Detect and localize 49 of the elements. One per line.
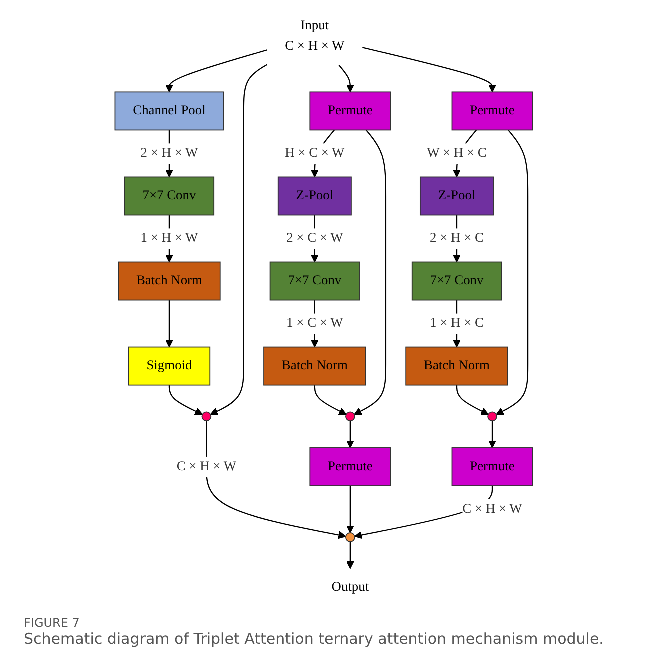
node-box [114,92,224,131]
edge-label: 2 × C × W [286,231,344,246]
figure-caption: Schematic diagram of Triplet Attention ternary attention mechanism module. [24,630,605,648]
flowchart-drawing: 2 × H × W 1 × H × W H × C × W 2 × C × W 1 × C × W W × H × C 2 × H × C 1 × H × C C × H × W C × H × W Input C × H × W Channel Pool 7×7 Conv Batch Norm Sigmoid Permute Z-Pool 7×7 Conv Batch Norm Permute Permute Z-Pool 7×7 Conv Batch Norm Permute Output [4,0,644,614]
edge-label: 1 × H × C [430,316,484,331]
arrow [166,50,268,93]
arrow [206,421,346,540]
arrow [346,542,354,570]
node-circle [346,532,356,542]
arrow [338,64,354,93]
node-box [278,176,352,216]
node-box [412,262,502,301]
node-circle [488,412,498,422]
node-box [452,448,534,486]
arrow [362,47,496,93]
arrow [488,421,496,448]
node-box [128,346,211,386]
node-box [310,448,392,486]
figure-number: FIGURE 7 [24,616,81,630]
arrow [496,130,529,415]
arrow [314,385,347,415]
arrow [346,421,354,448]
node-box [420,176,494,216]
edge-label: 1 × H × W [140,231,198,246]
edge-label: 1 × C × W [286,316,344,331]
node-text: Input [300,18,330,34]
arrow [168,385,203,416]
node-box [270,262,360,301]
node-box [124,176,215,216]
arrow [210,64,268,416]
edge-label: C × H × W [462,502,522,516]
edge-label: H × C × W [285,146,345,161]
node-box [118,262,221,301]
arrow [354,130,387,415]
node-circle [346,412,356,422]
arrow [456,385,489,415]
edge-label: 2 × H × W [140,146,198,161]
node-box [310,92,392,131]
edge-label: 2 × H × C [430,231,484,246]
node-box [264,346,366,386]
edge-label: C × H × W [176,460,237,474]
arrow [346,486,354,534]
node-text: Output [332,580,370,595]
edge-label: W × H × C [427,146,487,161]
node-label: C × H × W [285,38,345,54]
node-box [452,92,534,131]
node-circle [202,412,212,422]
node-box [406,346,508,386]
arrow [166,300,174,348]
